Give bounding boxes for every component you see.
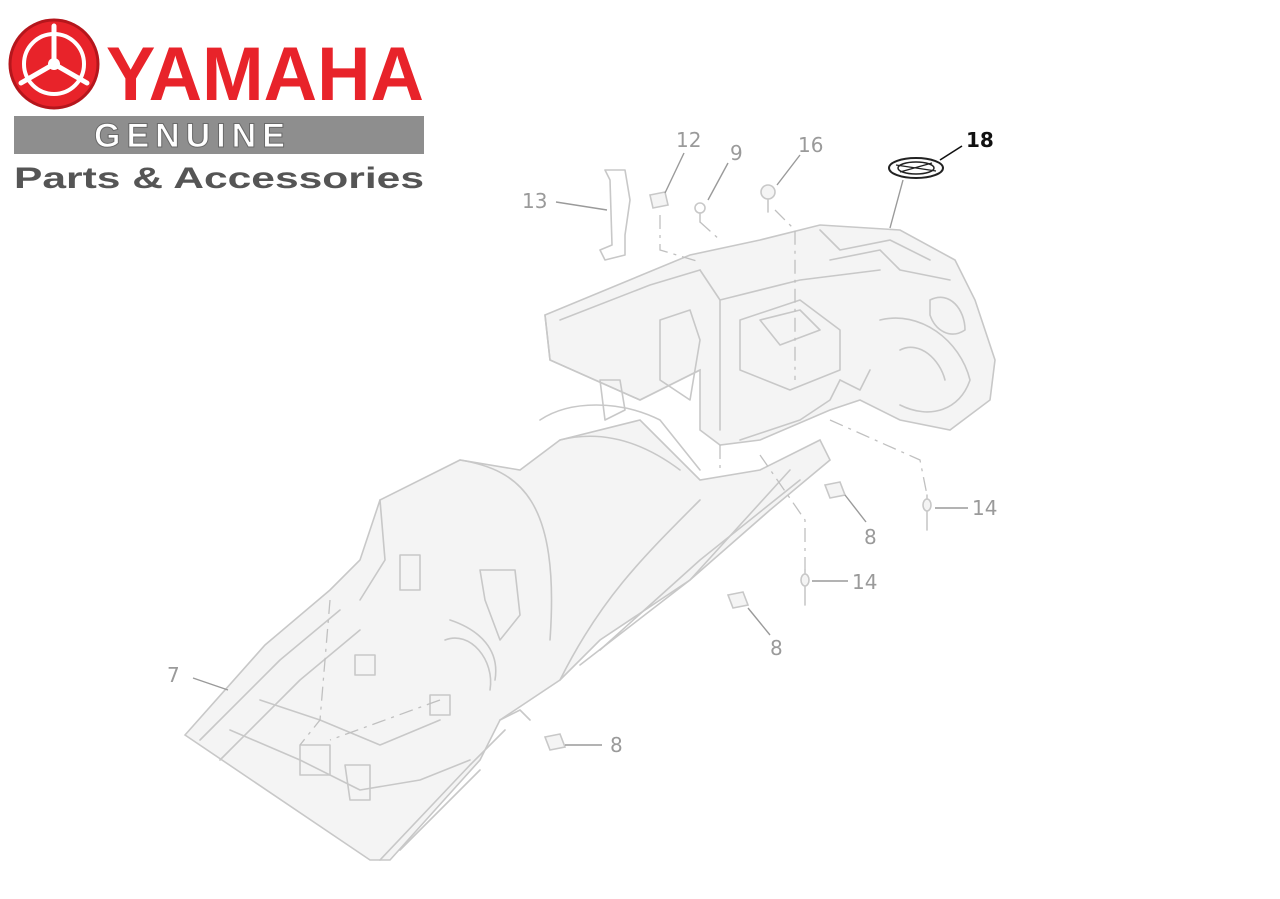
genuine-text: GENUINE	[94, 117, 291, 155]
callout-9: 9	[730, 141, 743, 165]
callout-16: 16	[798, 133, 823, 157]
genuine-bar	[14, 116, 424, 154]
brand-name: YAMAHA	[106, 32, 424, 117]
yamaha-genuine-logo: YAMAHA GENUINE Parts & Accessories	[8, 18, 424, 195]
callout-12: 12	[676, 128, 701, 152]
screw-9-part	[694, 202, 706, 223]
callout-13: 13	[522, 189, 547, 213]
rivet-14b-part	[800, 569, 810, 606]
callout-7: 7	[167, 663, 180, 687]
clip-12-part	[649, 191, 669, 209]
parts-accessories-text: Parts & Accessories	[14, 162, 424, 195]
callout-14a: 14	[972, 496, 997, 520]
rivet-14a-part	[922, 494, 932, 531]
callout-8a: 8	[864, 525, 877, 549]
callout-14b: 14	[852, 570, 877, 594]
callout-18: 18	[966, 128, 994, 152]
rear-fender-part	[183, 404, 831, 861]
tuning-fork-emblem-icon	[8, 18, 100, 110]
callout-8c: 8	[610, 733, 623, 757]
grommet-18-part	[888, 157, 944, 179]
bolt-16-part	[760, 184, 776, 213]
nut-8a-part	[823, 481, 847, 499]
callout-8b: 8	[770, 636, 783, 660]
nut-8c-part	[543, 733, 567, 751]
battery-box-part	[544, 224, 996, 446]
nut-8b-part	[726, 591, 750, 609]
bracket-13-part	[599, 169, 631, 261]
